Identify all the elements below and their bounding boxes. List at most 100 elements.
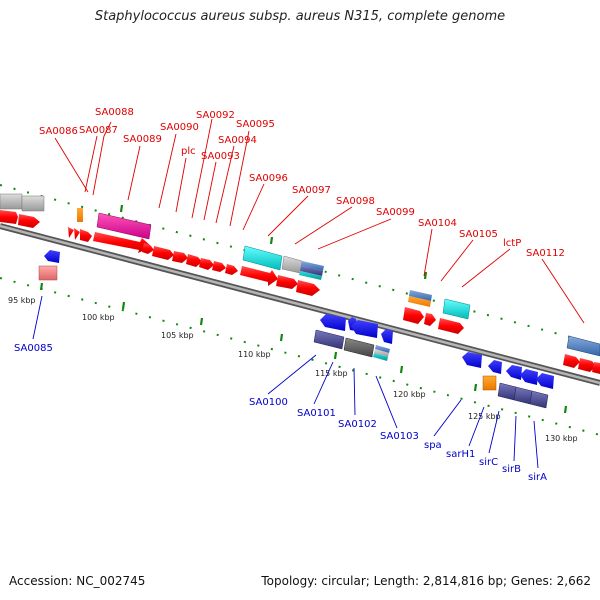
gene-box [77,208,83,222]
gene-label-sa0105: SA0105 [459,229,498,240]
reverse-label-leaders [32,295,539,469]
map-title: Staphylococcus aureus subsp. aureus N315… [94,9,506,24]
gene-label-plc: plc [181,146,196,157]
gene-label-sa0090: SA0090 [160,122,199,133]
gene-label-sa0098: SA0098 [336,196,375,207]
gene-box [0,193,23,210]
gene-arrow [578,358,596,372]
gene-label-spa: spa [424,440,442,451]
genome-backbone [0,223,600,386]
forward-label-leaders [54,118,585,324]
gene-box [38,265,58,281]
gene-box [566,335,600,357]
tick-label: 115 kbp [315,369,348,378]
gene-label-sa0112: SA0112 [526,248,565,259]
gene-box [408,296,431,307]
gene-label-sa0086: SA0086 [39,126,78,137]
gene-label-sa0089: SA0089 [123,134,162,145]
gene-box [529,390,549,409]
gene-box [299,271,322,280]
gene-arrow [44,250,60,263]
gene-arrow [351,320,378,338]
gene-arrow [240,266,278,286]
gene-arrow [142,243,154,254]
gene-box [281,255,303,274]
gene-label-sa0085: SA0085 [14,343,53,354]
gene-label-sa0101: SA0101 [297,408,336,419]
gene-arrow [381,329,393,344]
reverse-labels: SA0085 SA0100 SA0101 SA0102 SA0103 spa s… [14,343,547,483]
accession-text: Accession: NC_002745 [9,574,146,588]
gene-label-sa0099: SA0099 [376,207,415,218]
gene-arrow [74,228,80,240]
gene-label-sirc: sirC [479,457,498,468]
gene-box [374,349,389,357]
gene-label-sa0097: SA0097 [292,185,331,196]
gene-box [242,245,283,271]
tick-label: 130 kbp [545,434,578,443]
gene-arrow [462,352,482,368]
gene-box [343,337,375,358]
gene-box [301,261,324,271]
forward-labels: SA0086 SA0087 SA0088 SA0089 SA0090 plc S… [39,107,565,259]
major-ticks [39,204,568,414]
tick-label: 110 kbp [238,350,271,359]
gene-box [375,345,390,353]
gene-box [373,353,388,361]
gene-box [409,290,432,301]
gene-arrow [212,261,226,272]
gene-arrow [424,313,436,326]
gene-arrow [152,246,174,260]
gene-arrow [93,232,152,253]
gene-arrow [506,365,522,380]
gene-label-sarh1: sarH1 [446,449,475,460]
gene-arrow [488,360,502,374]
gene-arrow [520,369,538,385]
gene-arrow [276,275,298,289]
gene-arrow [225,264,238,275]
gene-label-sa0102: SA0102 [338,419,377,430]
gene-box [482,375,497,391]
topology-text: Topology: circular; Length: 2,814,816 bp… [261,574,591,588]
tick-labels: 95 kbp 100 kbp 105 kbp 110 kbp 115 kbp 1… [8,296,578,443]
gene-label-sa0100: SA0100 [249,397,288,408]
gene-box [442,298,471,320]
gene-label-sirb: sirB [502,464,521,475]
gene-arrow [80,229,92,242]
gene-box [313,329,345,350]
gene-label-sa0094: SA0094 [218,135,257,146]
gene-arrow [199,258,214,270]
gene-arrow [296,280,320,296]
gene-label-sa0092: SA0092 [196,110,235,121]
gene-box [497,382,517,401]
gene-arrow [438,318,464,334]
gene-arrow [172,251,188,263]
gene-label-sa0095: SA0095 [236,119,275,130]
gene-label-sa0104: SA0104 [418,218,457,229]
reverse-strand-features [38,250,554,409]
gene-arrow [563,354,580,368]
gene-label-sa0088: SA0088 [95,107,134,118]
gene-arrow [18,214,40,228]
gene-arrow [403,307,424,324]
gene-box [513,386,533,405]
gene-label-sa0103: SA0103 [380,431,419,442]
tick-label: 100 kbp [82,313,115,322]
gene-arrow [592,362,600,374]
gene-arrow [0,210,18,224]
gene-arrow [320,314,346,331]
gene-arrow [536,373,554,389]
gene-label-sa0096: SA0096 [249,173,288,184]
gene-arrow [68,227,74,238]
gene-box [21,195,45,212]
tick-label: 95 kbp [8,296,36,305]
gene-label-sa0093: SA0093 [201,151,240,162]
tick-label: 120 kbp [393,390,426,399]
tick-label: 105 kbp [161,331,194,340]
tick-label: 125 kbp [468,412,501,421]
gene-arrow [186,254,202,267]
gene-label-sa0087: SA0087 [79,125,118,136]
gene-label-lctp: lctP [503,238,521,249]
gene-label-sira: sirA [528,472,547,483]
